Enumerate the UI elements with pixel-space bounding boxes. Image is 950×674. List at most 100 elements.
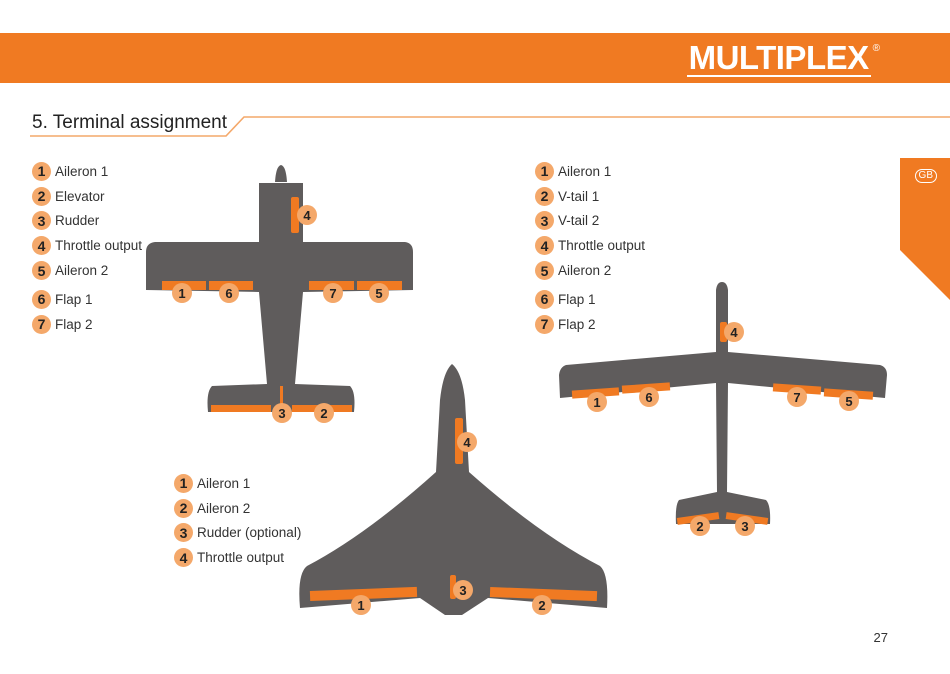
legend-label: Elevator [55,188,105,204]
legend-label: Throttle output [55,238,143,254]
registered-mark: ® [872,43,880,54]
badge-flap-2: 7 [787,387,807,407]
legend-label: Aileron 2 [558,263,612,279]
badge-label: 7 [329,286,336,301]
legend-label: V-tail 1 [558,188,600,204]
delta-wing-plane [299,364,608,615]
legend-number: 4 [32,236,51,256]
legend-number: 6 [32,289,51,309]
badge-aileron-2: 2 [532,595,552,615]
badge-vtail-1: 2 [690,516,710,536]
legend-label: Aileron 2 [197,500,251,516]
badge-aileron-1: 1 [587,392,607,412]
legend-label: Throttle output [558,238,646,254]
badge-label: 6 [225,286,232,301]
badge-aileron-1: 1 [172,283,192,303]
title-underline [30,116,950,137]
language-label: GB [914,169,937,183]
badge-label: 7 [793,390,800,405]
badge-aileron-2: 5 [839,391,859,411]
page-title: 5. Terminal assignment [32,112,228,133]
badge-label: 2 [696,519,703,534]
legend-number: 5 [32,261,51,281]
legend-label: Aileron 1 [558,163,612,179]
badge-flap-1: 6 [639,387,659,407]
legend-label: Aileron 1 [197,475,251,491]
legend-label: V-tail 2 [558,213,600,229]
badge-label: 4 [303,208,311,223]
legend-label: Throttle output [197,550,285,566]
legend-number: 3 [535,211,554,231]
legend-number: 7 [535,314,554,334]
legend-label: Flap 1 [558,291,596,307]
badge-label: 3 [741,519,748,534]
brand-logo: MULTIPLEX ® [686,41,880,77]
badge-label: 1 [178,286,185,301]
legend-label: Flap 2 [558,316,596,332]
badge-throttle: 4 [457,432,477,452]
badge-flap-2: 7 [323,283,343,303]
legend-number: 7 [32,314,51,334]
badge-rudder: 3 [453,580,473,600]
badge-aileron-1: 1 [351,595,371,615]
legend-number: 2 [535,186,554,206]
badge-label: 4 [730,325,738,340]
badge-label: 2 [320,406,327,421]
legend-number: 2 [32,186,51,206]
badge-label: 3 [459,583,466,598]
legend-label: Aileron 1 [55,163,109,179]
badge-vtail-2: 3 [735,516,755,536]
language-tab [900,158,950,300]
legend-number: 6 [535,289,554,309]
badge-label: 6 [645,390,652,405]
legend-label: Flap 1 [55,291,93,307]
badge-label: 4 [463,435,471,450]
badge-label: 2 [538,598,545,613]
badge-throttle: 4 [297,205,317,225]
badge-rudder: 3 [272,403,292,423]
legend-label: Rudder [55,213,100,229]
badge-throttle: 4 [724,322,744,342]
legend-label: Aileron 2 [55,263,109,279]
diagram-badges: 4 1 6 7 5 3 2 4 1 6 7 5 2 3 4 3 1 2 [172,205,859,615]
legend-label: Flap 2 [55,316,93,332]
badge-flap-1: 6 [219,283,239,303]
legend-number: 1 [535,161,554,181]
badge-elevator: 2 [314,403,334,423]
legend-number: 3 [174,523,193,543]
badge-aileron-2: 5 [369,283,389,303]
badge-label: 5 [845,394,852,409]
legend-number: 4 [535,236,554,256]
legend-number: 1 [174,473,193,493]
badge-label: 3 [278,406,285,421]
legend-number: 3 [32,211,51,231]
glider-plane [559,282,887,525]
page-number: 27 [873,630,888,645]
legend-number: 4 [174,548,193,568]
legend-number: 1 [32,161,51,181]
legend-number: 2 [174,498,193,518]
header-bar: MULTIPLEX ® [0,33,950,83]
badge-label: 1 [593,395,600,410]
badge-label: 1 [357,598,364,613]
